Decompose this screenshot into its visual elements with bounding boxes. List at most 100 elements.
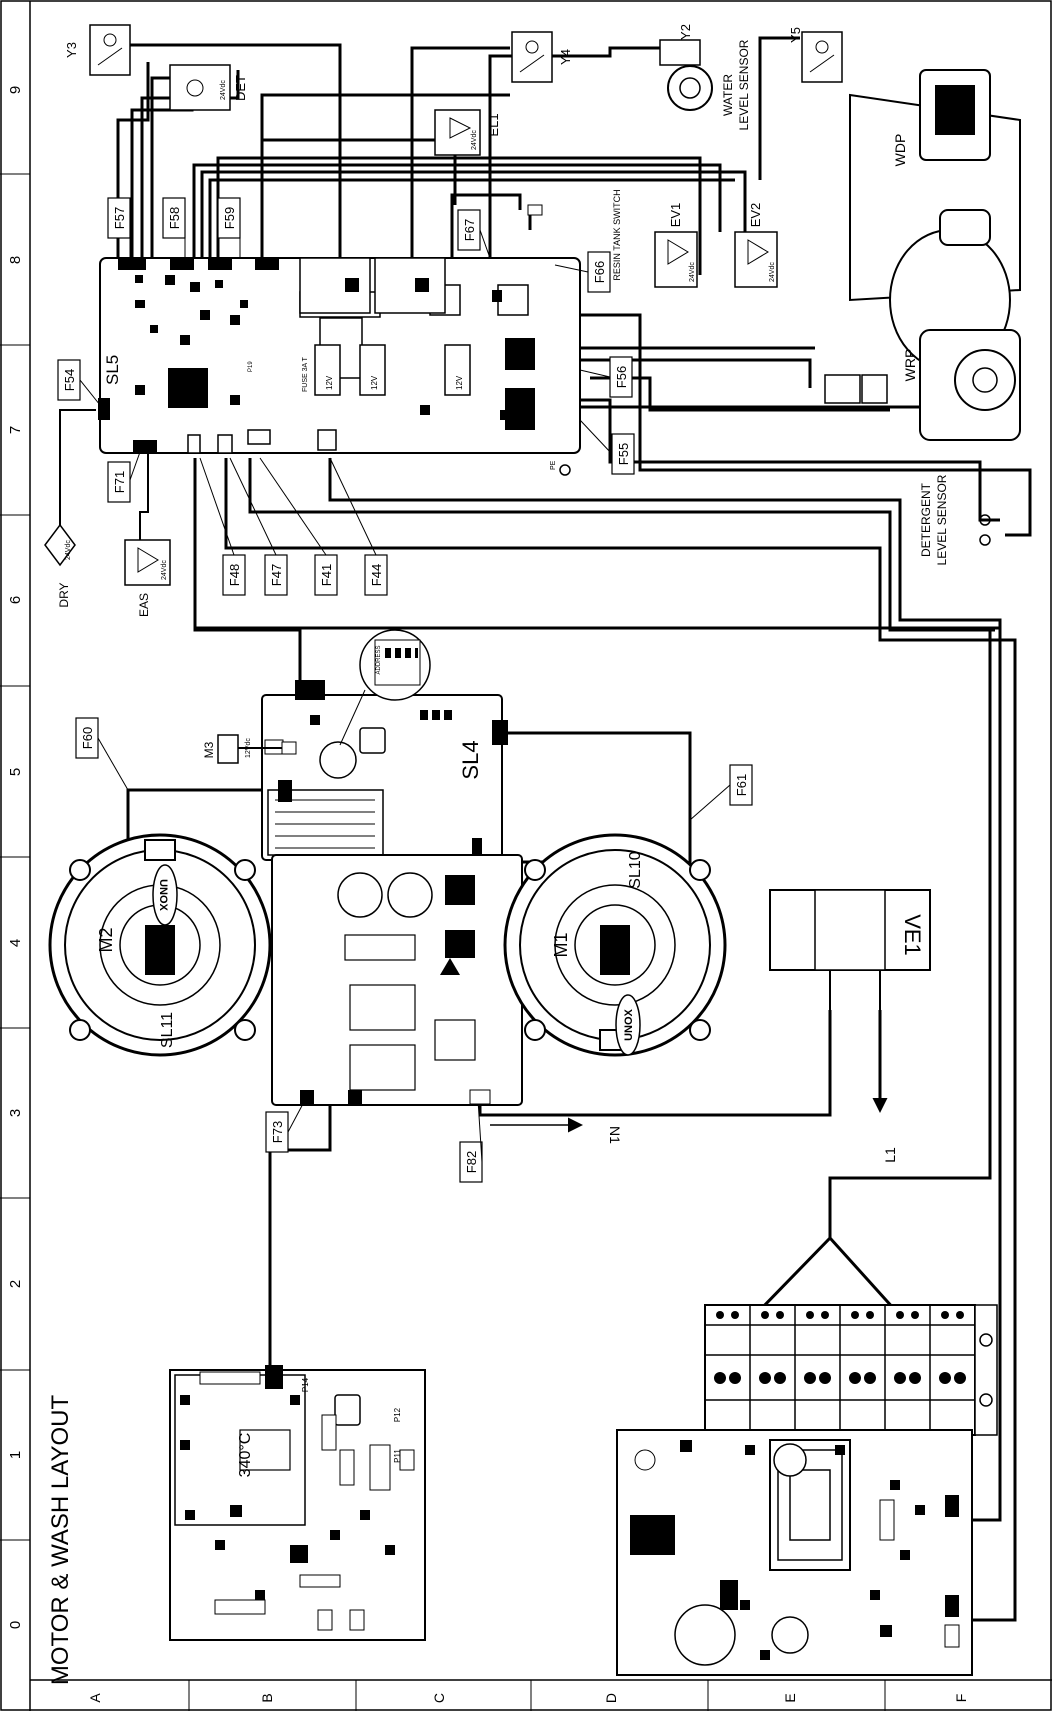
label-f41: F41 [319,564,334,586]
grid-col-9: 9 [7,86,24,94]
sensor-y2: Y2 WATER LEVEL SENSOR [659,24,751,130]
label-leaders [79,220,731,1163]
sl5-pe: PE [550,460,557,470]
grid-row-d: D [603,1693,619,1703]
sl11-label: SL11 [159,1012,176,1048]
grid-row-e: E [782,1693,798,1702]
dry-label: DRY [57,582,71,607]
label-f57: F57 [112,207,127,229]
resin-label: RESIN TANK SWITCH [612,189,622,280]
valve-ev2: 24Vdc EV2 [734,203,778,288]
motor-m2: M2 SL11 UNOX [48,833,272,1057]
label-f60: F60 [80,727,95,749]
resin-switch [527,204,543,216]
relay-label-2: 12V [370,375,379,390]
eas-voltage: 24Vdc [161,560,168,580]
address-label: ADDRESS [376,645,382,674]
eas-label: EAS [137,593,151,617]
det-level-2: LEVEL SENSOR [935,474,949,565]
m1-unox: UNOX [623,1008,635,1040]
label-f55: F55 [616,443,631,465]
sl10-label: SL10 [627,851,644,888]
power-supply-board [616,1429,973,1676]
grid-row-b: B [259,1693,275,1702]
sl4-power-board [271,854,523,1106]
label-f66: F66 [592,261,607,283]
y4-label: Y4 [558,49,573,65]
label-f82: F82 [464,1151,479,1173]
recirculation-pump-wrp: WRP [824,209,1021,441]
sl5-label: SL5 [103,355,122,385]
sensor-det: 24Vdc DET [169,64,248,111]
label-f73: F73 [270,1121,285,1143]
grid-col-3: 3 [7,1109,24,1117]
heater-p12: P12 [393,1407,402,1422]
label-f58: F58 [167,207,182,229]
sensor-y4: Y4 [511,31,573,83]
sl5-p19: P19 [248,361,254,372]
grid-row-c: C [431,1693,447,1703]
y2-label: Y2 [678,24,693,40]
sl4-label: SL4 [458,740,483,779]
l1-label: L1 [882,1147,898,1163]
grid-column-ticks [0,173,30,1541]
valve-ev1: 24Vdc EV1 [654,203,698,288]
grid-col-4: 4 [7,939,24,947]
address-dip-switch: ADDRESS [339,629,431,746]
wrp-label: WRP [902,349,918,382]
n1-label: N1 [607,1126,623,1144]
wdp-label: WDP [892,134,908,167]
grid-row-f: F [953,1694,969,1703]
terminal-block: L1 L2 L3 N1 N2 N3 [704,1304,998,1463]
grid-col-8: 8 [7,256,24,264]
ve1-label: VE1 [900,914,925,956]
det-voltage: 24Vdc [220,80,227,100]
el1-label: EL1 [486,113,501,136]
fan-m3: 12Vdc M3 [202,734,297,764]
label-f61: F61 [734,774,749,796]
ev1-voltage: 24Vdc [689,262,696,282]
m1-label: M1 [551,932,571,957]
sensor-y5: Y5 [788,27,843,83]
heater-p11: P11 [393,1449,402,1463]
label-f48: F48 [227,564,242,586]
heater-board: 340°C P14 P11 P12 [169,1365,426,1641]
ev2-voltage: 24Vdc [769,262,776,282]
heater-p14: P14 [301,1377,310,1392]
m2-label: M2 [96,927,116,952]
page-title: MOTOR & WASH LAYOUT [47,1395,74,1686]
label-f44: F44 [369,564,384,586]
relay-label-1: 12V [325,375,334,390]
label-f67: F67 [462,219,477,241]
water-label-1: WATER [721,74,735,116]
m2-unox: UNOX [157,879,169,911]
valve-el1: 24Vdc EL1 [434,109,501,156]
grid-col-2: 2 [7,1280,24,1288]
dry-voltage: 24Vdc [65,540,72,560]
label-f71: F71 [112,471,127,493]
sensor-y3: Y3 [64,24,131,76]
grid-col-1: 1 [7,1451,24,1459]
dry-valve: 24Vdc DRY [44,409,96,608]
label-f54: F54 [62,369,77,391]
grid-col-0: 0 [7,1621,24,1629]
grid-col-7: 7 [7,426,24,434]
sl5-fuse: FUSE 3A T [302,356,309,392]
grid-col-6: 6 [7,596,24,604]
heater-temp: 340°C [237,1433,254,1478]
grid-col-5: 5 [7,768,24,776]
detergent-level-sensor: DETERGENT LEVEL SENSOR [919,474,991,565]
grid-row-a: A [87,1693,103,1703]
transformer-ve1: VE1 [769,889,931,1010]
m3-label: M3 [202,741,216,758]
ev1-label: EV1 [668,203,683,228]
grid-row-ticks [188,1680,886,1711]
motor-m1: M1 SL10 UNOX [503,833,727,1057]
sl4-board: SL4 [261,680,508,861]
el1-voltage: 24Vdc [471,130,478,150]
label-f59: F59 [222,207,237,229]
y3-label: Y3 [64,42,79,58]
eas-valve: 24Vdc EAS [124,452,171,617]
